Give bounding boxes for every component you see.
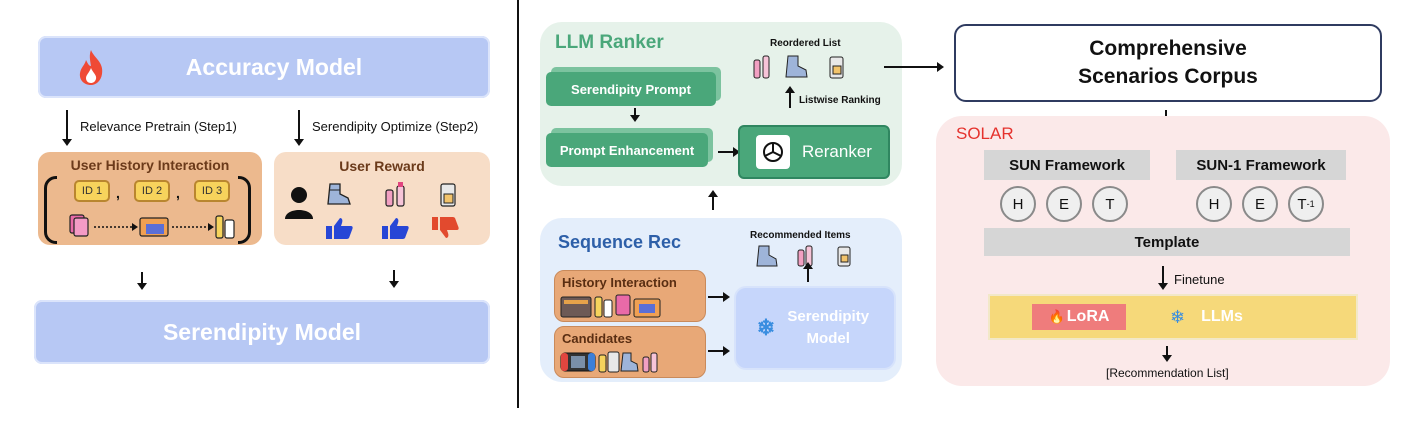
lora-label: LoRA xyxy=(1066,308,1110,325)
recommended-items xyxy=(756,245,851,267)
arrow-step1 xyxy=(62,110,72,146)
arrow-candidates-to-model xyxy=(708,346,730,356)
candidates-label: Candidates xyxy=(562,331,633,346)
thumbs-down-icon xyxy=(432,217,459,238)
serendipity-model-label: Serendipity Model xyxy=(162,318,362,345)
history-items-sequence xyxy=(69,214,235,239)
circle-h: H xyxy=(1196,186,1232,222)
comma-2: , xyxy=(176,185,180,201)
arrow-to-serendipity-left xyxy=(137,272,147,290)
serendipity-prompt-label: Serendipity Prompt xyxy=(571,81,691,97)
reranker-label: Reranker xyxy=(802,142,872,161)
arrow-to-corpus xyxy=(884,62,944,72)
id-chip-1: ID 1 xyxy=(74,180,110,202)
sun1-framework-box: SUN-1 Framework xyxy=(1176,150,1346,180)
recommended-items-label: Recommended Items xyxy=(750,230,851,241)
serendipity-model-mini-label: Serendipity Model xyxy=(787,308,870,347)
openai-icon xyxy=(756,135,791,169)
circle-t-inverse: T-1 xyxy=(1288,186,1324,222)
cosmetic-jar-icon xyxy=(440,183,456,207)
id-chip-3: ID 3 xyxy=(194,180,230,202)
accuracy-model-box: Accuracy Model xyxy=(38,36,490,98)
sun-framework-label: SUN Framework xyxy=(1009,156,1125,174)
candidate-items xyxy=(560,351,658,373)
user-reward-box: User Reward xyxy=(274,152,490,245)
user-reward-title: User Reward xyxy=(339,158,425,174)
serendipity-prompt-box: Serendipity Prompt xyxy=(546,72,716,106)
relevance-pretrain-label: Relevance Pretrain (Step1) xyxy=(80,119,237,134)
bracket-right xyxy=(238,176,251,244)
snowflake-icon: ❄ xyxy=(1170,306,1186,327)
prompt-enhancement-label: Prompt Enhancement xyxy=(559,142,695,158)
arrow-step2 xyxy=(294,110,304,146)
circle-e: E xyxy=(1046,186,1082,222)
user-history-title: User History Interaction xyxy=(70,157,230,173)
accuracy-model-label: Accuracy Model xyxy=(185,53,363,80)
llm-ranker-title: LLM Ranker xyxy=(555,32,664,53)
reranker-box: Reranker xyxy=(738,125,890,179)
finetune-label: Finetune xyxy=(1174,272,1225,287)
sneaker-icon xyxy=(327,183,351,205)
thumbs-up-icon xyxy=(382,218,409,239)
user-history-box: User History Interaction ID 1 , ID 2 , I… xyxy=(38,152,262,245)
solar-title: SOLAR xyxy=(956,124,1014,143)
prompt-enhancement-box: Prompt Enhancement xyxy=(546,133,708,167)
lora-box: 🔥 LoRA xyxy=(1032,304,1126,330)
template-label: Template xyxy=(1134,233,1200,251)
history-items xyxy=(560,294,661,318)
arrow-to-recommended xyxy=(803,262,813,282)
user-avatar-icon xyxy=(285,187,313,219)
listwise-arrow xyxy=(785,86,795,108)
thumbs-up-icon xyxy=(326,218,353,239)
arrow-to-recommendation xyxy=(1162,346,1172,362)
reordered-list-label: Reordered List xyxy=(770,38,841,49)
snowflake-icon: ❄ xyxy=(756,315,776,340)
arrow-history-to-model xyxy=(708,292,730,302)
lora-flame-icon: 🔥 xyxy=(1048,309,1065,324)
bracket-left xyxy=(44,176,57,244)
circle-t: T xyxy=(1092,186,1128,222)
arrow-to-serendipity-right xyxy=(389,270,399,288)
llms-label: LLMs xyxy=(1201,308,1243,325)
recommendation-list-label: [Recommendation List] xyxy=(1106,366,1229,380)
arrow-finetune xyxy=(1158,266,1168,290)
history-interaction-label: History Interaction xyxy=(562,275,677,290)
flame-icon xyxy=(76,48,106,91)
panel-divider xyxy=(517,0,519,408)
history-interaction-card: History Interaction xyxy=(554,270,706,322)
llms-group: ❄ LLMs xyxy=(1170,302,1243,332)
circle-e: E xyxy=(1242,186,1278,222)
comma-1: , xyxy=(116,185,120,201)
serendipity-model-box: Serendipity Model xyxy=(34,300,490,364)
arrow-prompt-down xyxy=(630,108,640,122)
listwise-ranking-label: Listwise Ranking xyxy=(799,95,881,106)
sun-framework-box: SUN Framework xyxy=(984,150,1150,180)
lipstick-icon xyxy=(385,182,405,207)
sequence-rec-title: Sequence Rec xyxy=(558,232,682,252)
circle-h: H xyxy=(1000,186,1036,222)
id-chip-2: ID 2 xyxy=(134,180,170,202)
t-inverse-sup: -1 xyxy=(1306,199,1315,209)
candidates-card: Candidates xyxy=(554,326,706,378)
t-inverse-base: T xyxy=(1297,195,1307,213)
corpus-box: Comprehensive Scenarios Corpus xyxy=(954,24,1382,102)
template-box: Template xyxy=(984,228,1350,256)
arrow-seq-to-ranker xyxy=(708,190,718,210)
serendipity-optimize-label: Serendipity Optimize (Step2) xyxy=(312,119,479,134)
serendipity-model-mini: ❄ Serendipity Model xyxy=(734,286,896,370)
reordered-items xyxy=(753,55,844,79)
corpus-label: Comprehensive Scenarios Corpus xyxy=(1078,37,1258,88)
arrow-to-reranker xyxy=(718,147,740,157)
sun1-framework-label: SUN-1 Framework xyxy=(1196,156,1326,174)
